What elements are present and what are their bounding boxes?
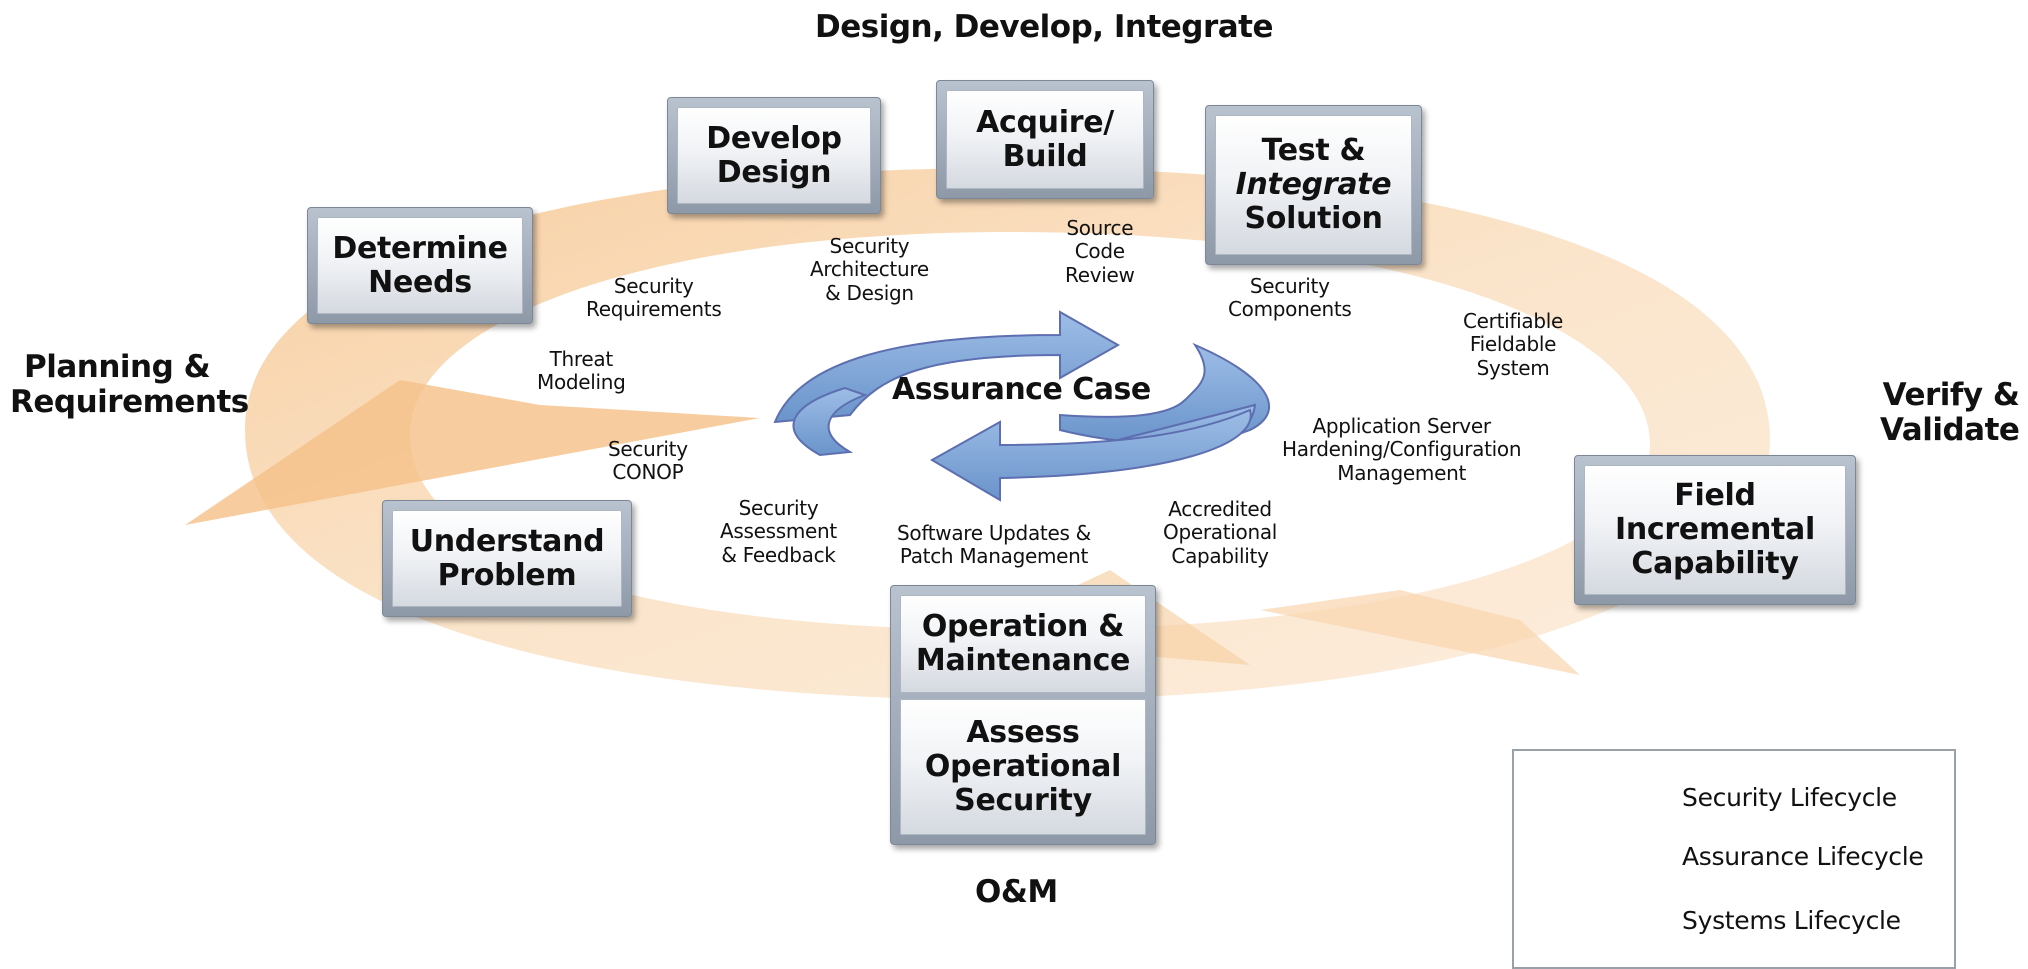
- phase-planning-requirements: Planning & Requirements: [10, 350, 249, 419]
- phase-left-line-1: Planning &: [24, 349, 211, 385]
- phase-right-line-2: Validate: [1880, 411, 2020, 448]
- assurance-arrow-left: [792, 386, 868, 457]
- phase-verify-validate: Verify & Validate: [1880, 377, 2020, 448]
- legend: [1512, 749, 1956, 969]
- systems-band-arrowhead-left: [185, 380, 760, 525]
- phase-left-line-2: Requirements: [10, 383, 249, 420]
- step-acquire-build: Acquire/Build: [936, 80, 1154, 199]
- step-acquire-build-label: Acquire/Build: [946, 90, 1144, 189]
- legend-security-lifecycle: Security Lifecycle: [1682, 783, 1897, 812]
- systems-band-arrowhead-right: [1260, 590, 1580, 675]
- phase-om: O&M: [975, 874, 1058, 910]
- legend-systems-lifecycle: Systems Lifecycle: [1682, 906, 1901, 935]
- activity-software-updates: Software Updates &Patch Management: [897, 521, 1091, 569]
- legend-assurance-lifecycle: Assurance Lifecycle: [1682, 842, 1924, 871]
- assurance-case-label: Assurance Case: [892, 372, 1151, 407]
- step-operation-maintenance-label: Operation &Maintenance: [900, 595, 1146, 693]
- phase-design-develop-integrate: Design, Develop, Integrate: [815, 9, 1274, 45]
- assurance-arrow-lower: [929, 408, 1252, 502]
- phase-right-line-1: Verify &: [1882, 377, 2020, 413]
